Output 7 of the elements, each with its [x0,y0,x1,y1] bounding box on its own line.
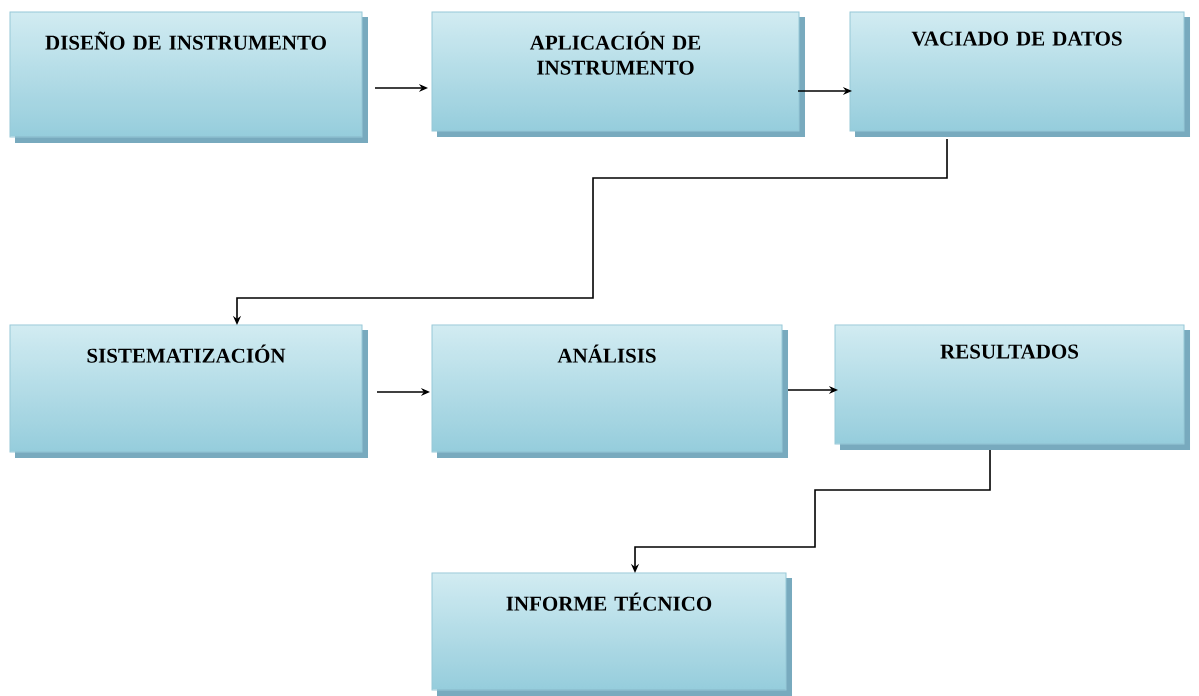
process-box: APLICACIÓN DE INSTRUMENTO [431,11,805,137]
process-box: INFORME TÉCNICO [431,572,792,696]
process-box: ANÁLISIS [431,324,788,458]
process-box: VACIADO DE DATOS [849,11,1190,137]
process-box: DISEÑO DE INSTRUMENTO [9,11,368,143]
process-box: SISTEMATIZACIÓN [9,324,368,458]
process-box: RESULTADOS [834,324,1190,450]
